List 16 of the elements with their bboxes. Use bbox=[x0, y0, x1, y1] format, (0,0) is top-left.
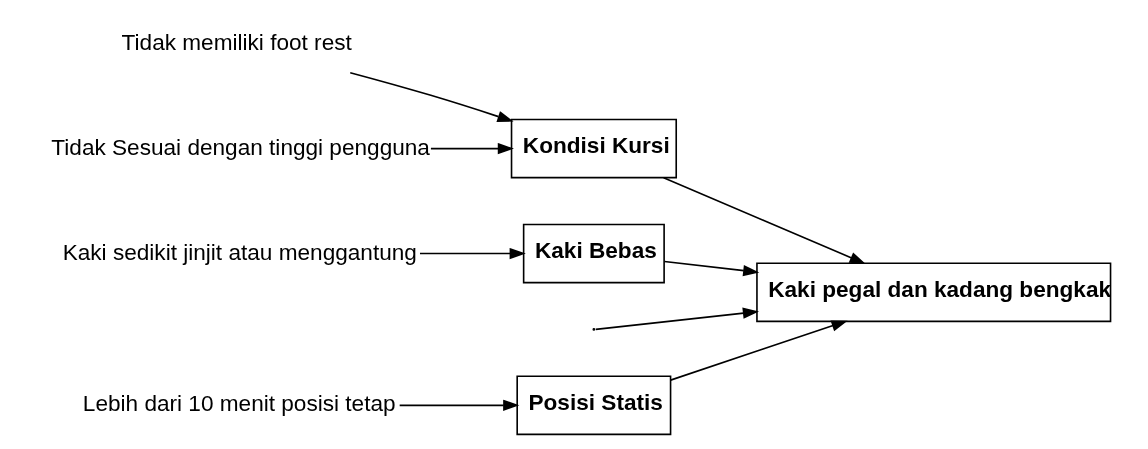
node-text: Lebih dari 10 menit posisi tetap bbox=[82, 391, 396, 417]
node-box: Kondisi Kursi bbox=[510, 118, 677, 179]
arrow bbox=[662, 176, 866, 264]
arrow bbox=[418, 247, 526, 260]
arrow bbox=[594, 307, 759, 331]
arrow bbox=[663, 260, 759, 277]
node-text: Tidak Sesuai dengan tinggi pengguna bbox=[50, 134, 430, 160]
arrow bbox=[398, 399, 519, 411]
node-text: Kaki sedikit jinjit atau menggantung bbox=[62, 239, 417, 265]
node-box: Kaki Bebas bbox=[522, 223, 665, 284]
node-box: Posisi Statis bbox=[515, 375, 671, 436]
arrow bbox=[429, 142, 514, 155]
node-text: Tidak memiliki foot rest bbox=[121, 29, 352, 55]
arrow bbox=[669, 320, 848, 381]
arrow bbox=[348, 71, 514, 122]
node-box: Kaki pegal dan kadang bengkak bbox=[755, 262, 1111, 323]
